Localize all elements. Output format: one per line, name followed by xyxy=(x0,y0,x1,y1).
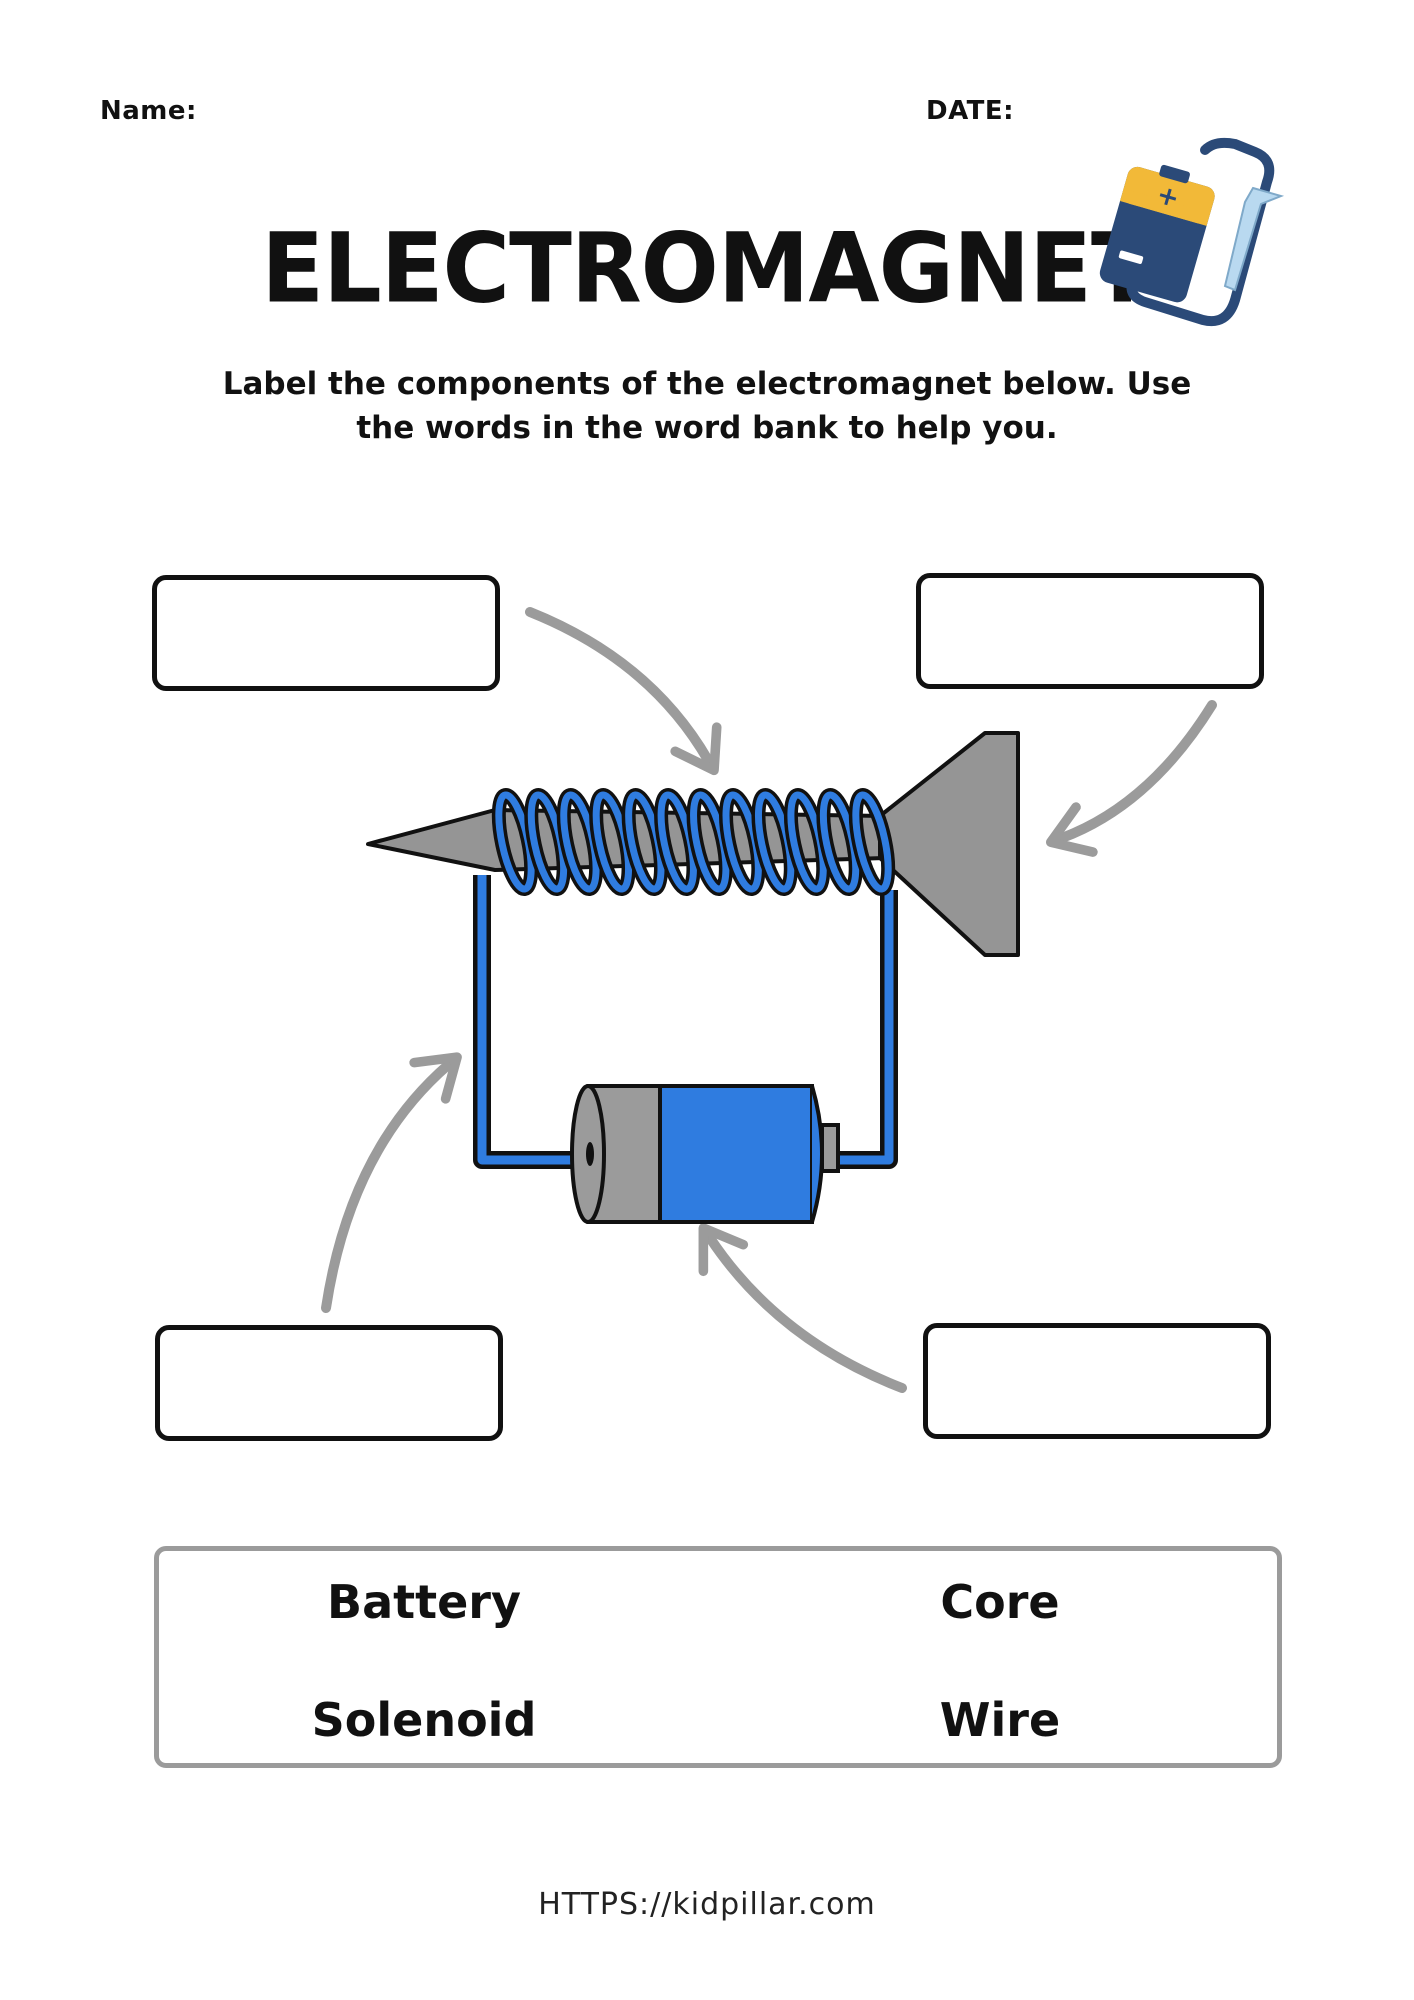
label-box-bottom-left[interactable] xyxy=(155,1325,503,1441)
coil-turn-fill xyxy=(592,791,633,893)
name-label: Name: xyxy=(100,96,197,126)
wire-right xyxy=(836,890,898,1169)
coil-turn-fill xyxy=(657,791,697,893)
coil-turn-fill xyxy=(495,791,535,893)
coil-turn xyxy=(848,787,896,897)
coil-turn xyxy=(589,787,636,897)
word-bank-wire: Wire xyxy=(939,1693,1061,1747)
coil-turn-fill xyxy=(527,791,568,893)
icon-battery: + xyxy=(1099,164,1215,303)
coil-turn xyxy=(491,787,539,897)
instructions-text: Label the components of the electromagne… xyxy=(222,366,1192,446)
coil-turn xyxy=(751,787,798,897)
coil-turn xyxy=(686,787,733,897)
coil-turn xyxy=(556,787,604,897)
battery-and-nail-icon: + xyxy=(1099,137,1285,326)
coil-turn-fill xyxy=(560,791,600,893)
word-bank xyxy=(154,1546,1282,1768)
word-bank-solenoid: Solenoid xyxy=(311,1693,537,1747)
arrow-bottom-left xyxy=(321,1052,462,1313)
coil-turn-fill xyxy=(690,791,730,893)
label-box-top-left[interactable] xyxy=(152,575,500,691)
coil-turn xyxy=(783,787,831,897)
page-title: ELECTROMAGNET xyxy=(261,212,1154,325)
arrow-top-right xyxy=(1045,700,1217,857)
icon-wire xyxy=(1126,137,1275,326)
arrow-bottom-right xyxy=(698,1223,907,1393)
solenoid-coil xyxy=(491,787,896,897)
coil-turn-fill xyxy=(754,791,795,893)
coil-turn-fill xyxy=(787,791,827,893)
circuit-battery xyxy=(570,1084,840,1224)
iron-core xyxy=(366,731,1020,957)
coil-turn xyxy=(524,787,571,897)
word-bank-battery: Battery xyxy=(327,1575,521,1629)
coil-turn-fill xyxy=(625,791,665,893)
coil-turn xyxy=(816,787,863,897)
coil-turn-fill xyxy=(852,791,892,893)
label-box-top-right[interactable] xyxy=(916,573,1264,689)
label-box-bottom-right[interactable] xyxy=(923,1323,1271,1439)
arrow-top-left xyxy=(525,607,722,776)
coil-turn xyxy=(654,787,701,897)
date-label: DATE: xyxy=(926,96,1015,126)
icon-nail xyxy=(1223,186,1285,292)
footer-url: HTTPS://kidpillar.com xyxy=(538,1887,876,1922)
coil-turn xyxy=(621,787,668,897)
wire-left xyxy=(473,875,575,1169)
coil-turn-fill xyxy=(722,791,762,893)
word-bank-core: Core xyxy=(940,1575,1060,1629)
coil-turn-fill xyxy=(819,791,860,893)
coil-turn xyxy=(719,787,766,897)
